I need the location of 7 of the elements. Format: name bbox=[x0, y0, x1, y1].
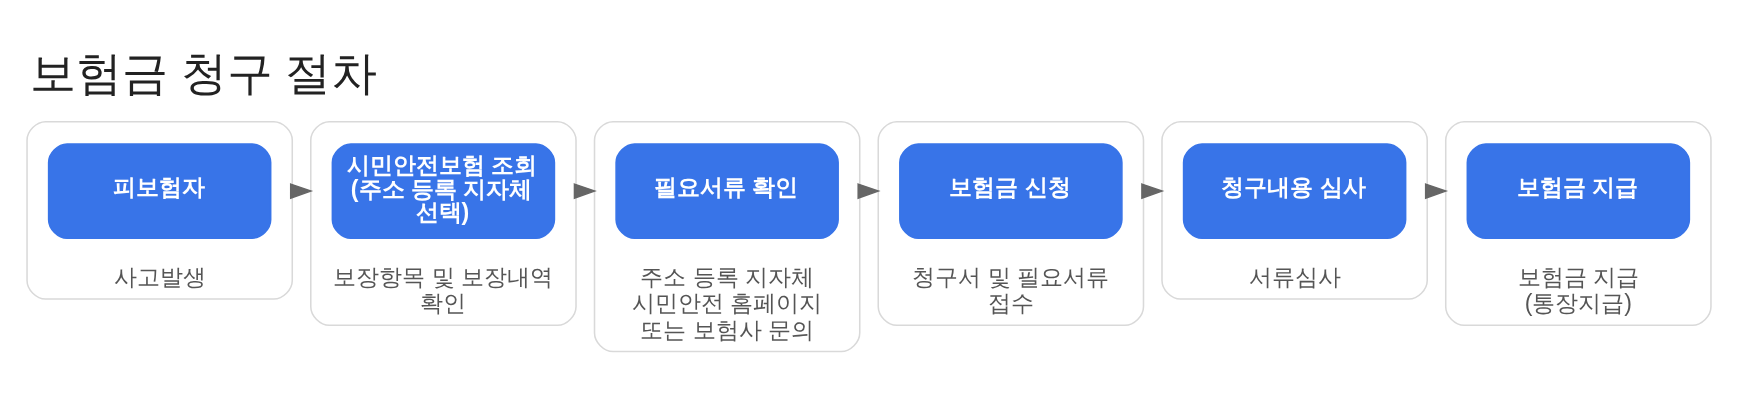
node-box: 청구내용 심사 bbox=[1182, 142, 1407, 239]
diagram-title: 보험금 청구 절차 bbox=[29, 46, 378, 99]
node-box: 보험금 신청 bbox=[899, 142, 1123, 239]
node-box: 피보험자 bbox=[47, 142, 272, 239]
node-box: 보험금 지급 bbox=[1466, 142, 1691, 239]
node-box: 시민안전보험 조회 (주소 등록 지자체 선택) bbox=[331, 142, 556, 239]
node-box: 필요서류 확인 bbox=[615, 142, 839, 239]
